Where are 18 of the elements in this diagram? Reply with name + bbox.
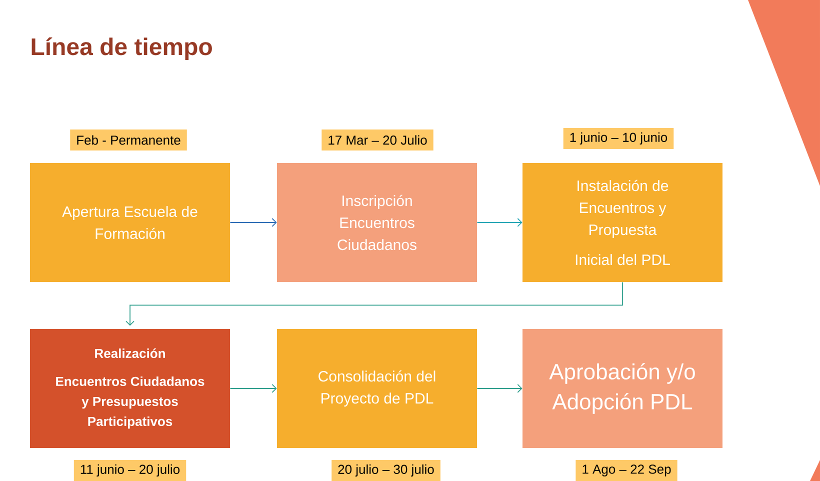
process-box: Inscripción Encuentros Ciudadanos [277,163,477,282]
process-box: Instalación de Encuentros y Propuesta Inicial del PDL [522,163,722,282]
arrow [476,384,522,393]
date-label: 1 Ago – 22 Sep [576,460,678,481]
arrow [230,384,277,393]
process-box: Aprobación y/o Adopción PDL [522,329,722,448]
arrow [126,282,623,326]
title: Línea de tiempo [32,37,212,60]
date-label: 17 Mar – 20 Julio [322,130,434,150]
process-box: Realización Encuentros Ciudadanos y Presupuestos Participativos [30,329,230,448]
process-box: Consolidación del Proyecto de PDL [277,329,477,448]
date-label: 1 junio – 10 junio [563,128,674,149]
arrow [476,218,522,227]
date-label: 11 junio – 20 julio [74,460,186,481]
date-label: 20 julio – 30 julio [332,460,440,481]
date-label: Feb - Permanente [70,130,187,150]
arrow [230,218,277,227]
process-box: Apertura Escuela de Formación [30,163,230,282]
